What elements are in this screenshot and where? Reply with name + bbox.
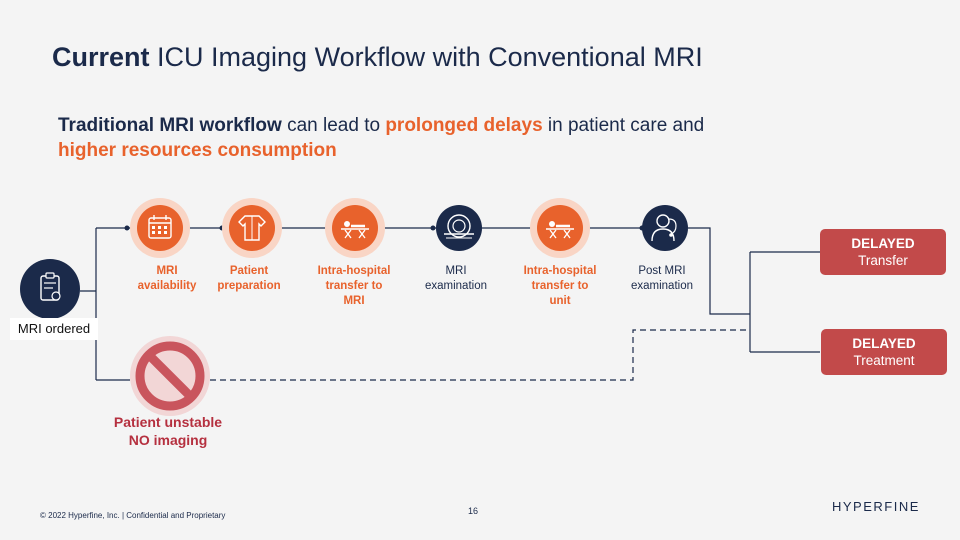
- dashed-bypass-line: [210, 329, 750, 381]
- label-line: MRI: [156, 265, 178, 277]
- calendar-icon: [130, 198, 190, 258]
- label-line: availability: [137, 280, 197, 292]
- page-title: Current ICU Imaging Workflow with Conven…: [52, 42, 703, 73]
- title-rest: ICU Imaging Workflow with Conventional M…: [149, 42, 703, 72]
- label-line: examination: [424, 280, 487, 292]
- label-line: MRI: [343, 295, 365, 307]
- label-line: preparation: [217, 280, 281, 292]
- label-line: Post MRI: [638, 265, 686, 277]
- prohibited-icon: [130, 336, 210, 416]
- hyperfine-logo: HYPERFINE: [832, 499, 920, 514]
- logo-part-b: FINE: [884, 499, 920, 514]
- step-label-mri-examination: MRI examination: [406, 264, 506, 294]
- logo-part-a: HYPER: [832, 499, 885, 514]
- subtitle-part4: in patient care and: [542, 115, 705, 136]
- connector-start-split: [80, 228, 97, 380]
- page-number: 16: [468, 506, 479, 516]
- unstable-label: Patient unstable NO imaging: [98, 413, 238, 449]
- label-line: Intra-hospital: [523, 265, 597, 277]
- doctor-icon: [642, 205, 688, 251]
- label-line: Patient: [229, 265, 269, 277]
- label-line: transfer to: [325, 280, 383, 292]
- connector-dot: [430, 225, 436, 231]
- footer-copyright: © 2022 Hyperfine, Inc. | Confidential an…: [40, 511, 226, 520]
- clipboard-icon: [20, 259, 80, 319]
- outcome-subtitle: Transfer: [858, 253, 908, 268]
- subtitle: Traditional MRI workflow can lead to pro…: [58, 113, 778, 163]
- mri-ordered-label: MRI ordered: [10, 318, 98, 340]
- subtitle-part2: can lead to: [281, 115, 386, 136]
- stretcher-icon: [530, 198, 590, 258]
- subtitle-part3: prolonged delays: [385, 115, 543, 136]
- outcome-delayed-treatment: DELAYED Treatment: [821, 329, 947, 375]
- step-label-transfer-to-mri: Intra-hospital transfer to MRI: [304, 264, 404, 309]
- step-label-patient-preparation: Patient preparation: [199, 264, 299, 294]
- mri-scanner-icon: [436, 205, 482, 251]
- unstable-line1: Patient unstable: [113, 414, 223, 430]
- gown-icon: [222, 198, 282, 258]
- outcome-subtitle: Treatment: [853, 353, 915, 368]
- step-label-post-mri-examination: Post MRI examination: [612, 264, 712, 294]
- title-bold: Current: [52, 42, 150, 72]
- outcome-delayed-transfer: DELAYED Transfer: [820, 229, 946, 275]
- step-label-transfer-to-unit: Intra-hospital transfer to unit: [510, 264, 610, 309]
- step-label-mri-availability: MRI availability: [117, 264, 217, 294]
- stretcher-icon: [325, 198, 385, 258]
- connector-dot: [124, 225, 130, 231]
- outcome-title: DELAYED: [852, 336, 916, 351]
- label-line: examination: [630, 280, 693, 292]
- outcome-title: DELAYED: [851, 236, 915, 251]
- label-line: MRI: [445, 265, 467, 277]
- unstable-line2: NO imaging: [128, 432, 208, 448]
- subtitle-part1: Traditional MRI workflow: [58, 115, 282, 136]
- subtitle-part5: higher resources consumption: [58, 140, 337, 161]
- connector-post-to-split: [688, 227, 750, 315]
- label-line: unit: [549, 295, 571, 307]
- label-line: Intra-hospital: [317, 265, 391, 277]
- label-line: transfer to: [531, 280, 589, 292]
